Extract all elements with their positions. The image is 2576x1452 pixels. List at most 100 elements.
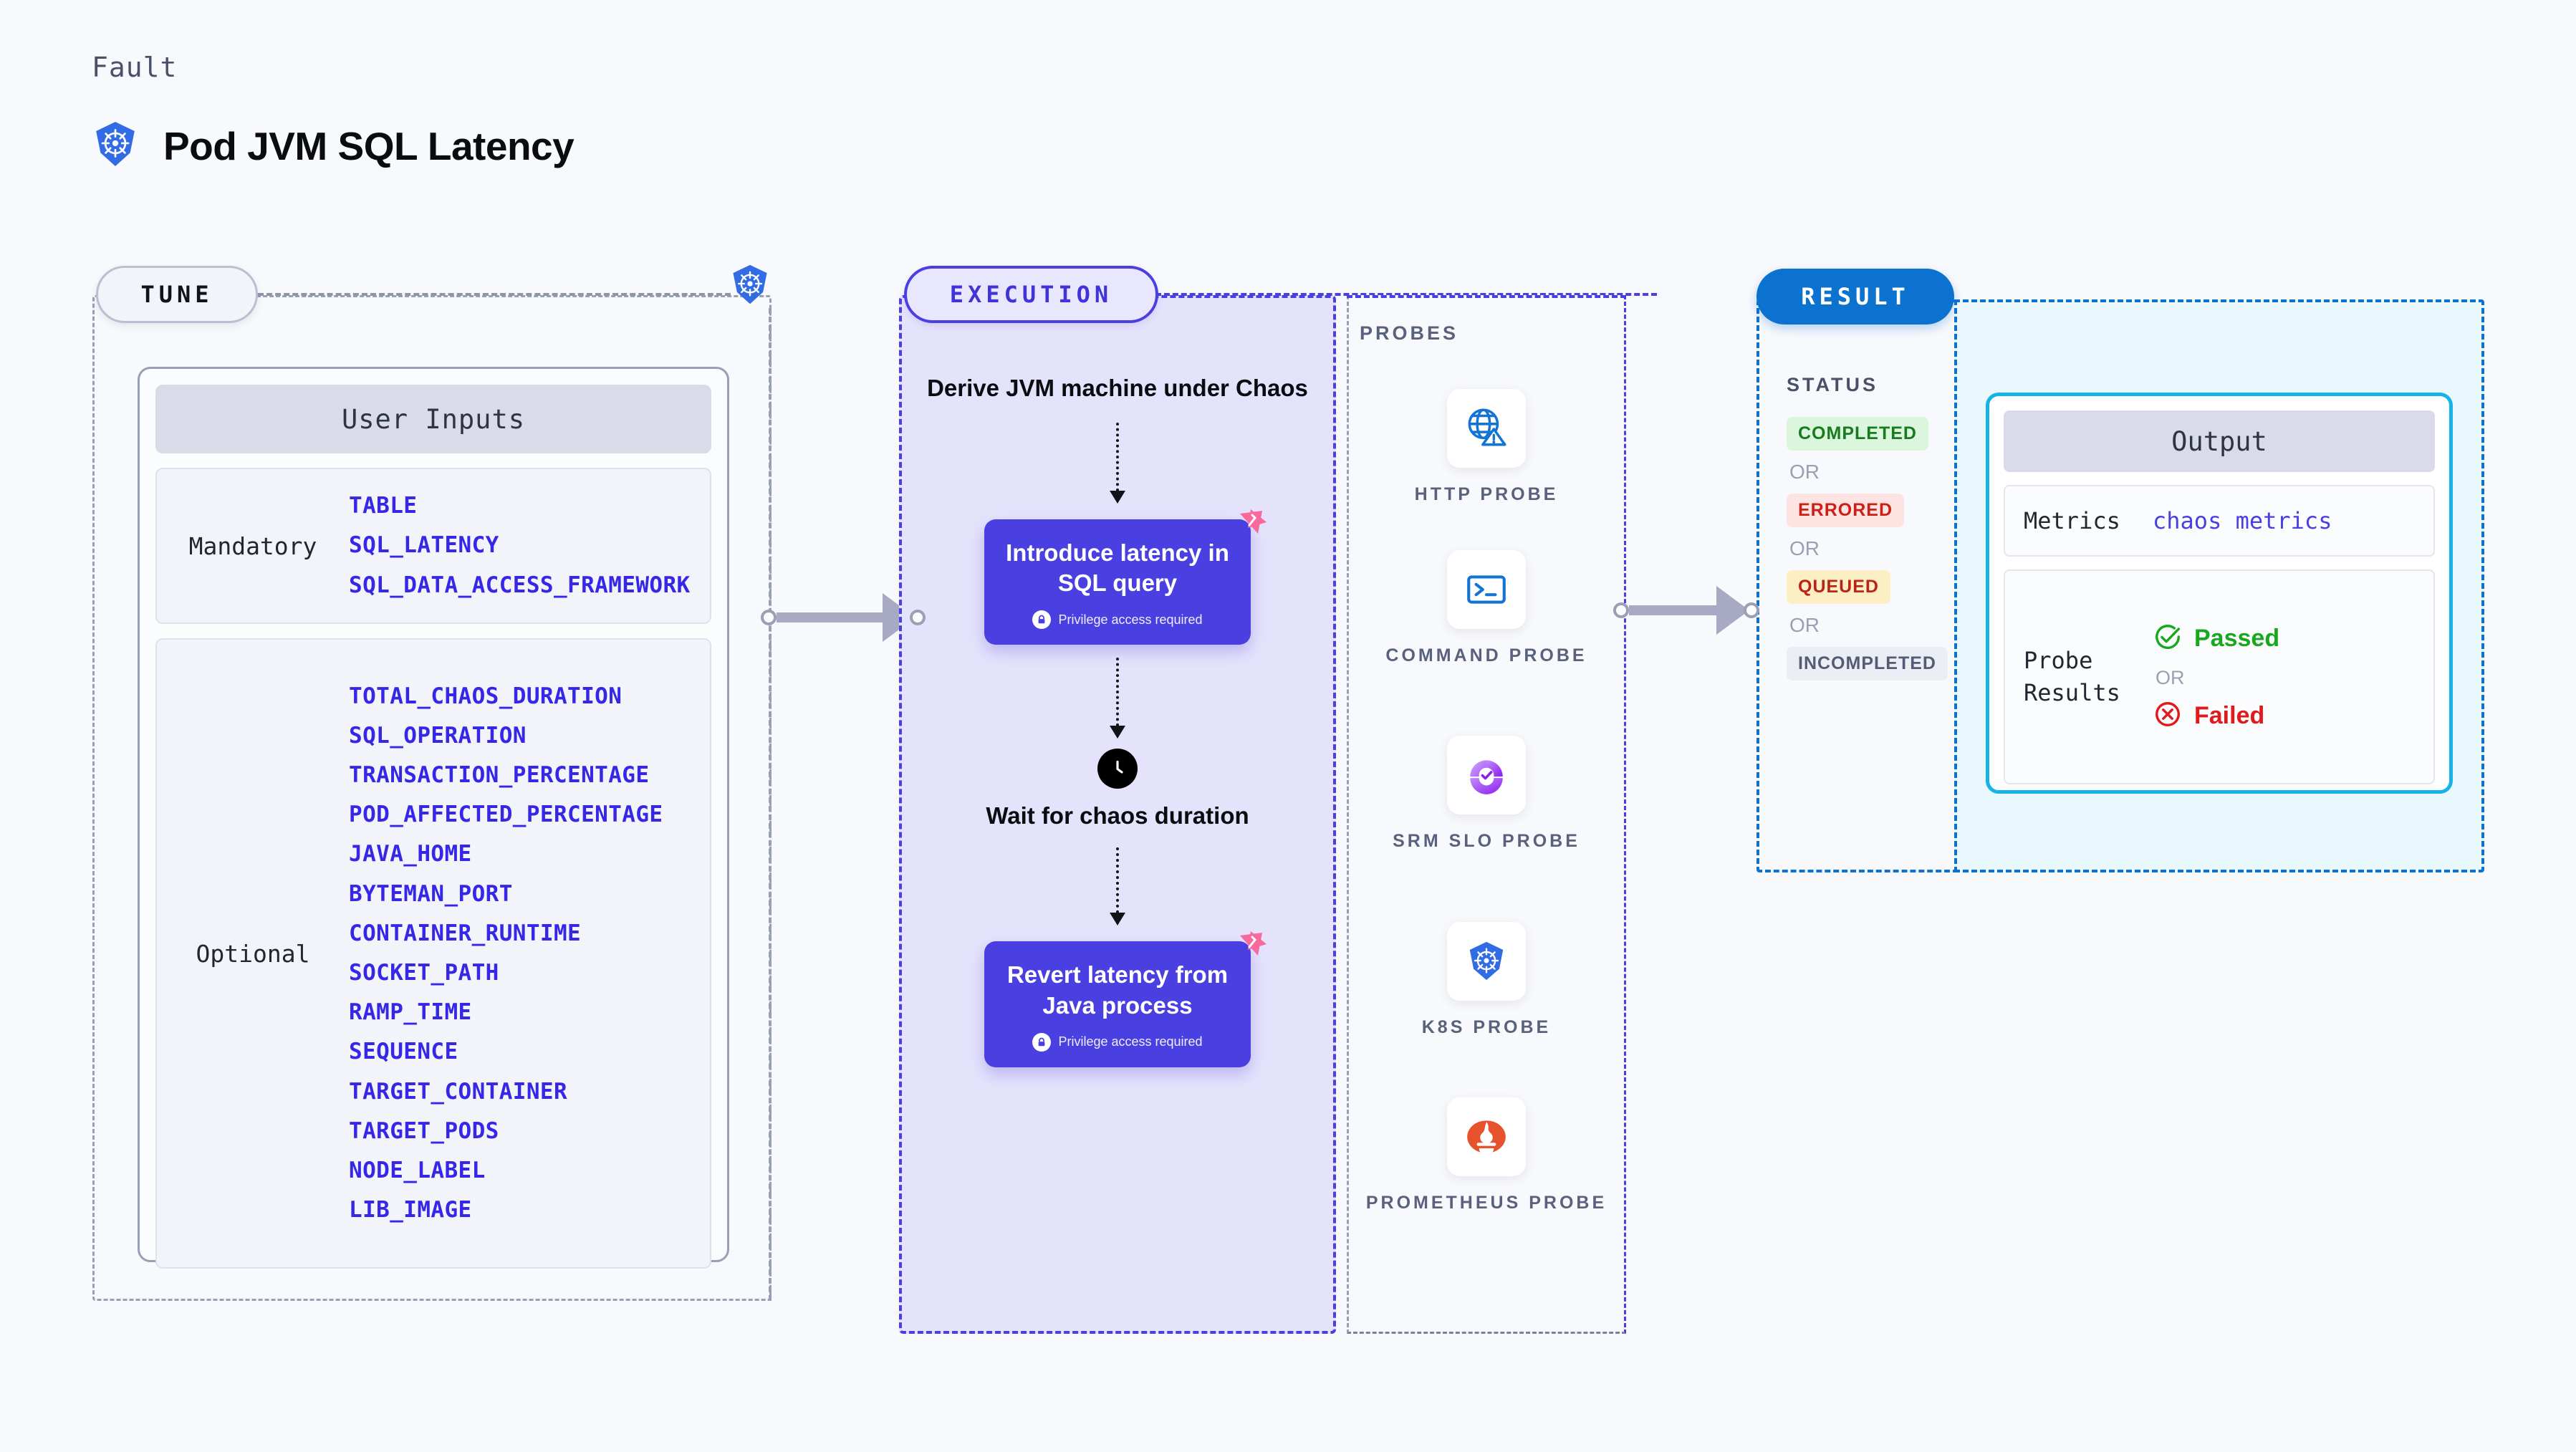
- probe-name: PROMETHEUS PROBE: [1365, 1193, 1607, 1213]
- probe-results-key: Probe Results: [2024, 647, 2120, 706]
- param-item[interactable]: LIB_IMAGE: [349, 1197, 472, 1223]
- param-item[interactable]: TRANSACTION_PERCENTAGE: [349, 762, 650, 789]
- param-item[interactable]: POD_AFFECTED_PERCENTAGE: [349, 802, 663, 828]
- probe-http[interactable]: HTTP PROBE: [1347, 389, 1626, 508]
- prometheus-icon: [1447, 1097, 1526, 1176]
- output-card: Output Metrics chaos metrics Probe Resul…: [1986, 393, 2453, 794]
- param-item[interactable]: TARGET_CONTAINER: [349, 1078, 568, 1105]
- fault-kicker: Fault: [92, 52, 178, 83]
- status-badge-completed: COMPLETED: [1787, 417, 1928, 451]
- status-badge-incompleted: INCOMPLETED: [1787, 647, 1948, 681]
- status-list: COMPLETED OR ERRORED OR QUEUED OR INCOMP…: [1787, 417, 1948, 681]
- param-item[interactable]: SQL_DATA_ACCESS_FRAMEWORK: [349, 572, 691, 598]
- terminal-icon: [1447, 550, 1526, 629]
- optional-param-list: TOTAL_CHAOS_DURATION SQL_OPERATION TRANS…: [349, 677, 663, 1230]
- action-introduce-latency[interactable]: Introduce latency in SQL query Privilege…: [984, 509, 1267, 645]
- param-item[interactable]: SOCKET_PATH: [349, 960, 499, 986]
- output-header: Output: [2004, 410, 2435, 472]
- optional-label: Optional: [196, 939, 310, 968]
- probe-name: COMMAND PROBE: [1385, 645, 1587, 665]
- execution-pill[interactable]: EXECUTION: [904, 266, 1158, 323]
- action-note: Privilege access required: [997, 610, 1238, 630]
- connector-bar: [777, 612, 884, 622]
- tune-kubernetes-icon: [729, 264, 771, 309]
- probe-prometheus[interactable]: PROMETHEUS PROBE: [1347, 1097, 1626, 1216]
- tune-pill[interactable]: TUNE: [96, 266, 258, 323]
- action-note-text: Privilege access required: [1058, 612, 1203, 627]
- connector-dot: [761, 610, 777, 625]
- page-title: Pod JVM SQL Latency: [92, 120, 575, 171]
- metrics-key: Metrics: [2024, 506, 2120, 534]
- x-circle-icon: [2153, 699, 2183, 733]
- param-item[interactable]: SEQUENCE: [349, 1039, 458, 1065]
- or-separator: OR: [1789, 537, 1820, 559]
- kubernetes-icon: [92, 120, 139, 171]
- mandatory-param-list: TABLE SQL_LATENCY SQL_DATA_ACCESS_FRAMEW…: [349, 486, 691, 605]
- srm-slo-icon: [1447, 736, 1526, 814]
- probe-command[interactable]: COMMAND PROBE: [1347, 550, 1626, 669]
- action-note-text: Privilege access required: [1058, 1034, 1203, 1049]
- mandatory-label: Mandatory: [188, 532, 317, 560]
- metrics-value[interactable]: chaos metrics: [2153, 507, 2332, 534]
- or-separator: OR: [1789, 461, 1820, 483]
- result-pill[interactable]: RESULT: [1756, 269, 1954, 324]
- clock-icon: [1097, 749, 1138, 789]
- param-item[interactable]: JAVA_HOME: [349, 841, 472, 867]
- connector-probes-result: [1613, 586, 1759, 635]
- tune-dashed-right: [769, 308, 772, 1301]
- litmus-badge-icon: [1231, 925, 1269, 968]
- connector-dot: [910, 610, 926, 625]
- probe-srm-slo[interactable]: SRM SLO PROBE: [1347, 736, 1626, 855]
- status-badge-errored: ERRORED: [1787, 494, 1905, 527]
- flow-arrow: [1110, 658, 1125, 739]
- connector-dot: [1744, 602, 1759, 618]
- status-title: STATUS: [1787, 374, 1878, 395]
- param-item[interactable]: TOTAL_CHAOS_DURATION: [349, 683, 623, 709]
- user-inputs-header: User Inputs: [155, 385, 711, 453]
- user-inputs-card: User Inputs Mandatory TABLE SQL_LATENCY …: [138, 367, 729, 1269]
- probes-label: PROBES: [1360, 322, 1459, 344]
- probe-name: SRM SLO PROBE: [1393, 831, 1580, 851]
- lock-icon: [1032, 610, 1052, 630]
- verdict-or: OR: [2156, 666, 2185, 688]
- metrics-row: Metrics chaos metrics: [2004, 485, 2435, 557]
- verdict-passed-text: Passed: [2194, 624, 2280, 652]
- tune-dashed-top: [258, 293, 731, 296]
- verdict-failed-text: Failed: [2194, 701, 2265, 729]
- mandatory-group: Mandatory TABLE SQL_LATENCY SQL_DATA_ACC…: [155, 468, 711, 624]
- litmus-badge-icon: [1231, 504, 1269, 546]
- param-item[interactable]: BYTEMAN_PORT: [349, 880, 513, 907]
- action-revert-latency[interactable]: Revert latency from Java process Privile…: [984, 931, 1267, 1067]
- probes-dashed-top: [1347, 295, 1626, 298]
- page-title-text: Pod JVM SQL Latency: [163, 123, 575, 168]
- probe-name: HTTP PROBE: [1414, 484, 1559, 504]
- action-title: Revert latency from Java process: [1006, 961, 1229, 1019]
- connector-bar: [1629, 605, 1718, 615]
- param-item[interactable]: SQL_LATENCY: [349, 532, 499, 559]
- action-note: Privilege access required: [997, 1032, 1238, 1052]
- execution-dashed-top: [1155, 293, 1657, 296]
- param-item[interactable]: SQL_OPERATION: [349, 722, 527, 749]
- status-badge-queued: QUEUED: [1787, 570, 1890, 604]
- probe-name: K8S PROBE: [1421, 1017, 1552, 1037]
- optional-group: Optional TOTAL_CHAOS_DURATION SQL_OPERAT…: [155, 638, 711, 1269]
- flow-arrow: [1110, 847, 1125, 925]
- verdict-passed: Passed: [2153, 622, 2279, 655]
- param-item[interactable]: CONTAINER_RUNTIME: [349, 920, 582, 946]
- param-item[interactable]: RAMP_TIME: [349, 999, 472, 1026]
- or-separator: OR: [1789, 614, 1820, 636]
- probe-verdicts: Passed OR Failed: [2153, 622, 2279, 733]
- flow-step-derive: Derive JVM machine under Chaos: [927, 375, 1308, 401]
- param-item[interactable]: TARGET_PODS: [349, 1117, 499, 1144]
- param-item[interactable]: TABLE: [349, 493, 418, 519]
- flow-step-wait: Wait for chaos duration: [986, 802, 1249, 830]
- globe-warning-icon: [1447, 389, 1526, 468]
- execution-flow: Derive JVM machine under Chaos Introduce…: [899, 372, 1336, 1067]
- flow-arrow: [1110, 422, 1125, 504]
- param-item[interactable]: NODE_LABEL: [349, 1157, 486, 1183]
- probe-results-row: Probe Results Passed OR: [2004, 569, 2435, 784]
- probe-k8s[interactable]: K8S PROBE: [1347, 922, 1626, 1041]
- check-circle-icon: [2153, 622, 2183, 655]
- connector-dot: [1613, 602, 1629, 618]
